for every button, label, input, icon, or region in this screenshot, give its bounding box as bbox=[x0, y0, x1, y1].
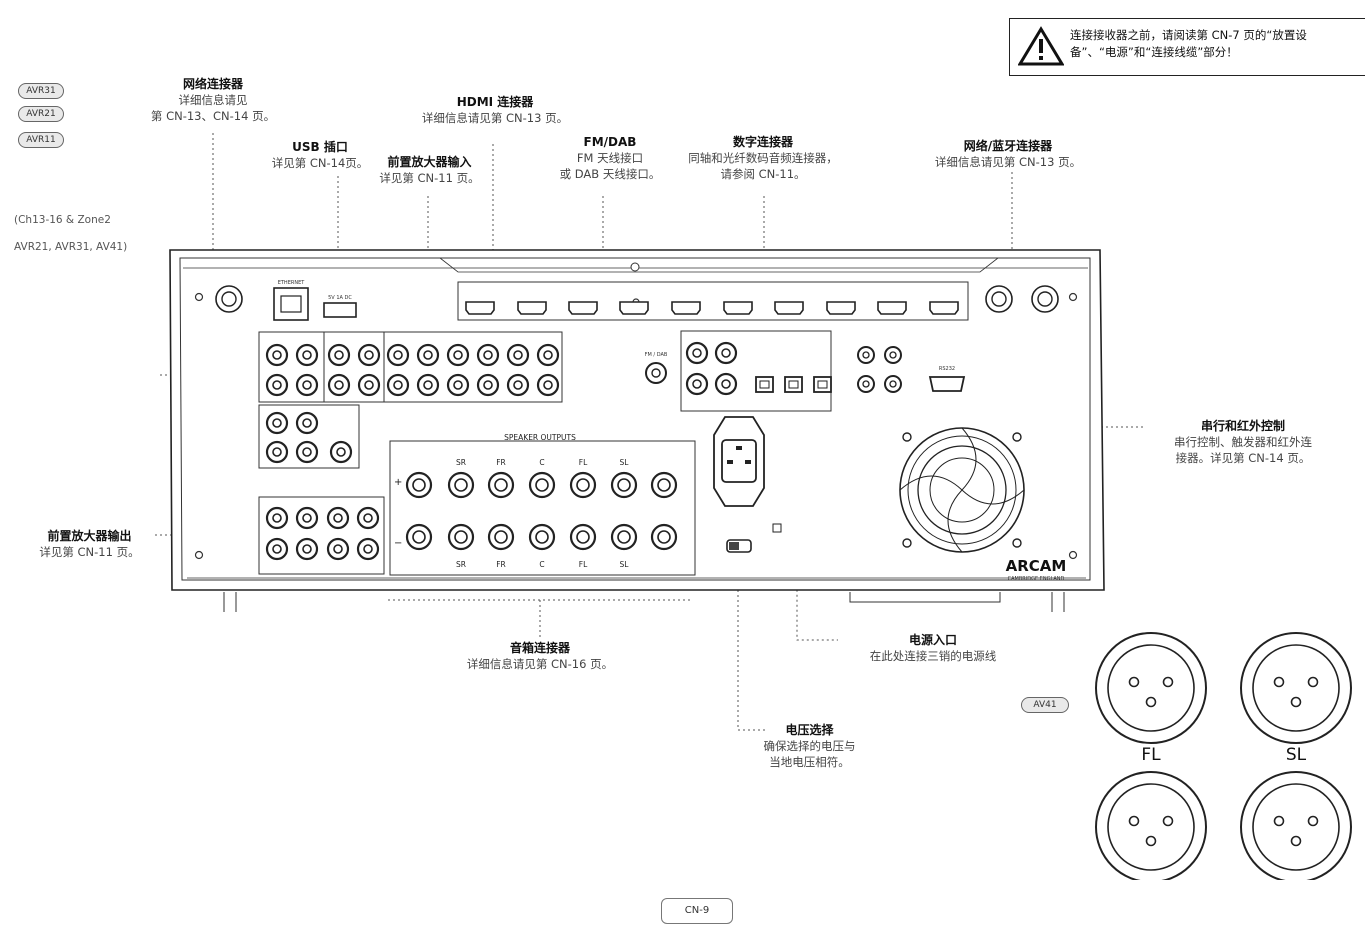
speaker-top-c: C bbox=[539, 458, 544, 467]
power-inlet bbox=[713, 416, 765, 507]
warning-icon bbox=[1018, 26, 1064, 66]
side-note-line1: (Ch13-16 & Zone2 bbox=[14, 214, 111, 226]
callout-voltage-l2: 当地电压相符。 bbox=[769, 755, 850, 769]
callout-preamp-in: 前置放大器输入 详见第 CN-11 页。 bbox=[367, 154, 492, 186]
callout-fmdab-title: FM/DAB bbox=[583, 135, 637, 149]
xlr-sr bbox=[1240, 771, 1352, 880]
callout-serial: 串行和红外控制 串行控制、触发器和红外连 接器。详见第 CN-14 页。 bbox=[1143, 418, 1343, 466]
xlr-fl bbox=[1095, 632, 1207, 744]
callout-usb-title: USB 插口 bbox=[292, 140, 348, 154]
brand-sub: CAMBRIDGE ENGLAND bbox=[1008, 576, 1065, 582]
wifi-antenna-left bbox=[215, 285, 243, 313]
callout-preamp-out-title: 前置放大器输出 bbox=[47, 529, 132, 543]
callout-network-title: 网络连接器 bbox=[182, 77, 243, 91]
callout-voltage-l1: 确保选择的电压与 bbox=[763, 739, 856, 753]
callout-usb: USB 插口 详见第 CN-14页。 bbox=[255, 139, 385, 171]
callout-network-l2: 第 CN-13、CN-14 页。 bbox=[150, 109, 276, 123]
side-note-line2: AVR21, AVR31, AV41) bbox=[14, 241, 128, 253]
callout-speaker-title: 音箱连接器 bbox=[509, 641, 570, 655]
rca-jacks bbox=[265, 343, 560, 561]
speaker-bottom-sr: SR bbox=[456, 560, 466, 569]
callout-voltage-title: 电压选择 bbox=[785, 723, 834, 737]
model-badge-avr31: AVR31 bbox=[18, 83, 64, 99]
fmdab-label: FM / DAB bbox=[645, 352, 668, 358]
ethernet-port: ETHERNET bbox=[273, 280, 309, 321]
xlr-label-sl: SL bbox=[1286, 745, 1307, 765]
page-number: CN-9 bbox=[661, 898, 733, 924]
speaker-bottom-sl: SL bbox=[620, 560, 630, 569]
speaker-top-fr: FR bbox=[496, 458, 506, 467]
callout-preamp-in-l1: 详见第 CN-11 页。 bbox=[379, 171, 480, 185]
fm-dab-connector: FM / DAB bbox=[645, 352, 668, 384]
callout-digital-l1: 同轴和光纤数码音频连接器， bbox=[688, 151, 838, 165]
callout-digital: 数字连接器 同轴和光纤数码音频连接器， 请参阅 CN-11。 bbox=[668, 134, 858, 182]
brand-logo: ARCAM bbox=[1006, 557, 1067, 575]
usb-port: 5V 1A DC bbox=[323, 295, 357, 318]
callout-hdmi-title: HDMI 连接器 bbox=[456, 95, 534, 109]
callout-usb-l1: 详见第 CN-14页。 bbox=[271, 156, 369, 170]
callout-fmdab: FM/DAB FM 天线接口 或 DAB 天线接口。 bbox=[540, 134, 680, 182]
plus-symbol: + bbox=[394, 477, 402, 488]
xlr-sl bbox=[1240, 632, 1352, 744]
model-badge-av41: AV41 bbox=[1021, 697, 1069, 713]
ethernet-label: ETHERNET bbox=[278, 280, 306, 286]
callout-digital-title: 数字连接器 bbox=[732, 135, 793, 149]
callout-digital-l2: 请参阅 CN-11。 bbox=[720, 167, 806, 181]
callout-network: 网络连接器 详细信息请见 第 CN-13、CN-14 页。 bbox=[128, 76, 298, 124]
voltage-switch bbox=[726, 523, 782, 553]
callout-preamp-in-title: 前置放大器输入 bbox=[387, 155, 472, 169]
callout-speaker-l1: 详细信息请见第 CN-16 页。 bbox=[466, 657, 614, 671]
warning-line2: 备”、“电源”和“连接线缆”部分！ bbox=[1070, 45, 1238, 59]
speaker-terminals bbox=[405, 471, 678, 551]
cooling-fan bbox=[899, 427, 1025, 553]
callout-hdmi: HDMI 连接器 详细信息请见第 CN-13 页。 bbox=[400, 94, 590, 126]
callout-netbt: 网络/蓝牙连接器 详细信息请见第 CN-13 页。 bbox=[918, 138, 1098, 170]
callout-power-title: 电源入口 bbox=[908, 633, 957, 647]
usb-label: 5V 1A DC bbox=[328, 295, 352, 301]
callout-fmdab-l2: 或 DAB 天线接口。 bbox=[559, 167, 661, 181]
callout-serial-l1: 串行控制、触发器和红外连 bbox=[1174, 435, 1312, 449]
digital-connectors bbox=[685, 341, 832, 396]
callout-power-l1: 在此处连接三销的电源线 bbox=[869, 649, 997, 663]
speaker-outputs-label: SPEAKER OUTPUTS bbox=[504, 433, 576, 442]
callout-preamp-out: 前置放大器输出 详见第 CN-11 页。 bbox=[22, 528, 157, 560]
model-badge-avr21: AVR21 bbox=[18, 106, 64, 122]
callout-hdmi-l1: 详细信息请见第 CN-13 页。 bbox=[421, 111, 569, 125]
callout-voltage: 电压选择 确保选择的电压与 当地电压相符。 bbox=[742, 722, 877, 770]
xlr-label-fl: FL bbox=[1141, 745, 1161, 765]
xlr-fr bbox=[1095, 771, 1207, 880]
rs232-label: RS232 bbox=[939, 366, 955, 372]
xlr-diagram: FL SL FR SR bbox=[1095, 632, 1352, 880]
speaker-top-fl: FL bbox=[579, 458, 588, 467]
warning-box: 连接接收器之前，请阅读第 CN-7 页的“放置设备”、“电源”和“连接线缆”部分… bbox=[1009, 18, 1365, 76]
speaker-bottom-fl: FL bbox=[579, 560, 588, 569]
model-badge-avr11: AVR11 bbox=[18, 132, 64, 148]
speaker-top-sl: SL bbox=[620, 458, 630, 467]
warning-line1: 连接接收器之前，请阅读第 CN-7 页的“放置设 bbox=[1070, 28, 1307, 42]
callout-speaker: 音箱连接器 详细信息请见第 CN-16 页。 bbox=[445, 640, 635, 672]
speaker-bottom-c: C bbox=[539, 560, 544, 569]
callout-serial-title: 串行和红外控制 bbox=[1200, 419, 1285, 433]
control-connectors: RS232 bbox=[857, 346, 966, 393]
callout-power: 电源入口 在此处连接三销的电源线 bbox=[838, 632, 1028, 664]
speaker-bottom-fr: FR bbox=[496, 560, 506, 569]
bluetooth-antenna bbox=[985, 285, 1059, 313]
callout-netbt-title: 网络/蓝牙连接器 bbox=[963, 139, 1053, 153]
hdmi-ports bbox=[465, 301, 959, 315]
callout-network-l1: 详细信息请见 bbox=[178, 93, 248, 107]
callout-netbt-l1: 详细信息请见第 CN-13 页。 bbox=[934, 155, 1082, 169]
callout-serial-l2: 接器。详见第 CN-14 页。 bbox=[1175, 451, 1311, 465]
speaker-top-sr: SR bbox=[456, 458, 466, 467]
callout-preamp-out-l1: 详见第 CN-11 页。 bbox=[39, 545, 140, 559]
minus-symbol: − bbox=[394, 538, 402, 549]
callout-fmdab-l1: FM 天线接口 bbox=[576, 151, 644, 165]
